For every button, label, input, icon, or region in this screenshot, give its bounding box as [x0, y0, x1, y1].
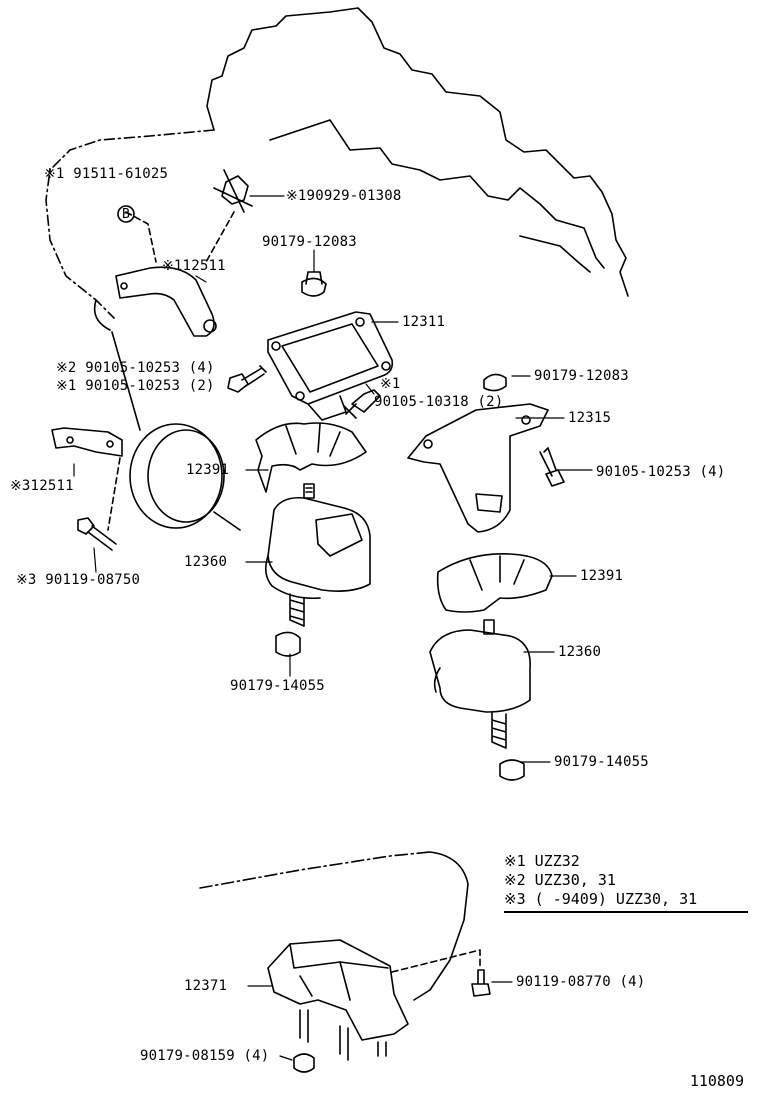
leader-dash: [108, 458, 120, 530]
mount-rubber: [266, 556, 320, 598]
legend-note-1: ※1 UZZ32: [504, 852, 580, 870]
callout-90179-12083-right: 90179-12083: [534, 368, 629, 384]
engine-outline-lower: [520, 236, 590, 272]
bracket-hole: [424, 440, 432, 448]
callout-12391-left: 12391: [186, 462, 230, 478]
transmission-bell: [130, 424, 222, 528]
callout-91511-61025: ※1 91511-61025: [44, 166, 169, 182]
bracket-312511: [52, 428, 122, 456]
callout-90179-14055-left: 90179-14055: [230, 678, 325, 694]
bolt-90105-10318-icon: [344, 390, 380, 418]
plate-12311: [268, 312, 392, 404]
nut-90179-08159-icon: [294, 1054, 314, 1072]
callout-90179-14055-right: 90179-14055: [554, 754, 649, 770]
heat-shield-rib: [286, 424, 340, 456]
bracket-hole: [522, 416, 530, 424]
bolt-90105-10253-right-icon: [540, 448, 564, 486]
callout-12371: 12371: [184, 978, 228, 994]
engine-outline: [207, 8, 628, 296]
plate-hole: [382, 362, 390, 370]
callout-312511: ※312511: [10, 478, 74, 494]
leader-dash: [126, 212, 156, 262]
leader-dash: [392, 950, 480, 972]
bracket-12315-boss: [476, 494, 502, 512]
callout-90179-12083-top: 90179-12083: [262, 234, 357, 250]
bracket-hole: [204, 320, 216, 332]
transmission-body: [95, 300, 240, 530]
mount-window: [316, 514, 362, 556]
plate-hole: [296, 392, 304, 400]
callout-90105-10253-x2: ※1 90105-10253 (2): [56, 378, 215, 394]
nut-90179-14055-left-icon: [276, 632, 300, 656]
callout-note-1: ※1: [380, 376, 401, 392]
mount-12360-right: [430, 630, 530, 712]
engine-outline-inner: [270, 120, 604, 268]
mount-stud-bottom: [492, 712, 506, 748]
mount-12360-left: [268, 498, 370, 591]
bracket-hole-small: [121, 283, 127, 289]
rear-engine-outline: [200, 852, 430, 888]
heat-shield-12391-right: [438, 554, 552, 612]
callout-12360-left: 12360: [184, 554, 228, 570]
nut-90179-12083-right-icon: [484, 374, 506, 390]
callout-12391-right: 12391: [580, 568, 624, 584]
bracket-112511: [116, 267, 214, 336]
rear-mount-12371: [268, 940, 408, 1040]
callout-112511: ※112511: [162, 258, 226, 274]
bolt-90119-08770-icon: [472, 970, 490, 996]
mount-stud-top: [484, 620, 494, 634]
nut-90179-14055-right-icon: [500, 760, 524, 780]
bolt-90119-08750-icon: [78, 518, 116, 550]
mount-stud-bottom: [290, 594, 304, 626]
plate-hole: [272, 342, 280, 350]
leader-dash: [206, 212, 234, 262]
legend: ※1 UZZ32 ※2 UZZ30, 31 ※3 ( -9409) UZZ30,…: [504, 852, 748, 913]
bracket-hole: [107, 441, 113, 447]
rear-engine-outline-solid: [414, 852, 468, 1000]
transmission-bell-inner: [148, 430, 224, 522]
callout-90119-08750: ※3 90119-08750: [16, 572, 141, 588]
rear-mount-edge: [300, 962, 350, 1000]
callout-90119-08770: 90119-08770 (4): [516, 974, 646, 990]
callout-12315: 12315: [568, 410, 612, 426]
plate-lip: [308, 396, 346, 420]
engine-left-edge: [46, 130, 214, 318]
diagram-code: 110809: [689, 1072, 744, 1090]
bolt-90105-10253-icon: [228, 366, 266, 392]
callout-90179-08159: 90179-08159 (4): [140, 1048, 270, 1064]
leader-lines: [74, 196, 592, 1060]
bracket-12315: [408, 404, 548, 532]
mount-stud-top: [304, 484, 314, 498]
callout-90105-10318: 90105-10318 (2): [374, 394, 504, 410]
plate-hole: [356, 318, 364, 326]
legend-note-3: ※3 ( -9409) UZZ30, 31: [504, 890, 748, 913]
callout-90105-10253-right: 90105-10253 (4): [596, 464, 726, 480]
callout-90929-01308: ※190929-01308: [286, 188, 402, 204]
heat-shield-12391-left: [256, 423, 366, 492]
callout-90105-10253-x4: ※2 90105-10253 (4): [56, 360, 215, 376]
nut-90179-12083-icon: [302, 272, 326, 296]
plate-12311-inner: [282, 324, 378, 392]
marker-b-circle: [118, 206, 134, 222]
mount-rubber: [435, 668, 440, 692]
bolt-90929-icon: [214, 170, 252, 212]
callout-12311: 12311: [402, 314, 446, 330]
marker-b-label: B: [122, 207, 131, 222]
heat-shield-rib: [470, 556, 524, 590]
bracket-hole: [67, 437, 73, 443]
rear-mount-studs: [300, 1010, 386, 1060]
callout-12360-right: 12360: [558, 644, 602, 660]
rear-mount-top: [290, 944, 388, 968]
legend-note-2: ※2 UZZ30, 31: [504, 871, 616, 889]
